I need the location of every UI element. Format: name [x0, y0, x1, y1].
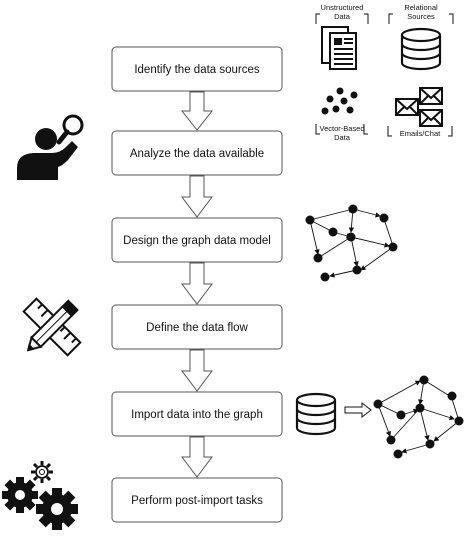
hollow-right-arrow-icon — [344, 401, 372, 419]
database-icon — [295, 392, 337, 436]
step-label-define: Define the data flow — [146, 322, 248, 334]
dots-cluster-icon — [321, 87, 358, 115]
relational-sources-group: Relational Sources — [388, 3, 454, 71]
unstructured-label-line1: Unstructured — [321, 3, 364, 12]
unstructured-label-line2: Data — [334, 12, 351, 21]
documents-icon — [321, 26, 357, 70]
step-label-analyze: Analyze the data available — [130, 148, 264, 160]
unstructured-data-group: Unstructured Data — [315, 3, 369, 70]
step-box-define: Define the data flow — [111, 304, 283, 350]
graph-network-icon — [373, 375, 464, 459]
vector-label-line2: Data — [334, 133, 351, 142]
step-box-analyze: Analyze the data available — [111, 130, 283, 176]
down-arrow-icon — [181, 349, 213, 392]
down-arrow-icon — [181, 436, 213, 478]
step-label-post-import: Perform post-import tasks — [131, 495, 263, 507]
step-box-identify: Identify the data sources — [111, 46, 283, 92]
relational-label-line1: Relational — [404, 3, 438, 12]
database-icon — [400, 27, 442, 71]
vector-label-line1: Vector-Based — [319, 124, 364, 133]
down-arrow-icon — [181, 262, 213, 305]
emails-chat-group: Emails/Chat — [387, 87, 453, 138]
down-arrow-icon — [180, 91, 214, 131]
graph-network-icon — [305, 204, 398, 282]
person-magnifier-icon — [17, 114, 84, 180]
ruler-pencil-icon — [22, 297, 82, 357]
envelopes-icon — [395, 87, 443, 127]
vector-data-group: Vector-Based Data — [315, 87, 368, 142]
step-box-post-import: Perform post-import tasks — [111, 477, 283, 523]
step-box-design: Design the graph data model — [111, 217, 283, 263]
step-label-design: Design the graph data model — [123, 235, 271, 247]
step-label-identify: Identify the data sources — [134, 64, 260, 76]
step-label-import: Import data into the graph — [131, 409, 263, 421]
gears-icon — [2, 461, 78, 530]
relational-label-line2: Sources — [407, 12, 435, 21]
step-box-import: Import data into the graph — [111, 391, 283, 437]
down-arrow-icon — [181, 175, 213, 218]
emails-label: Emails/Chat — [400, 129, 441, 138]
